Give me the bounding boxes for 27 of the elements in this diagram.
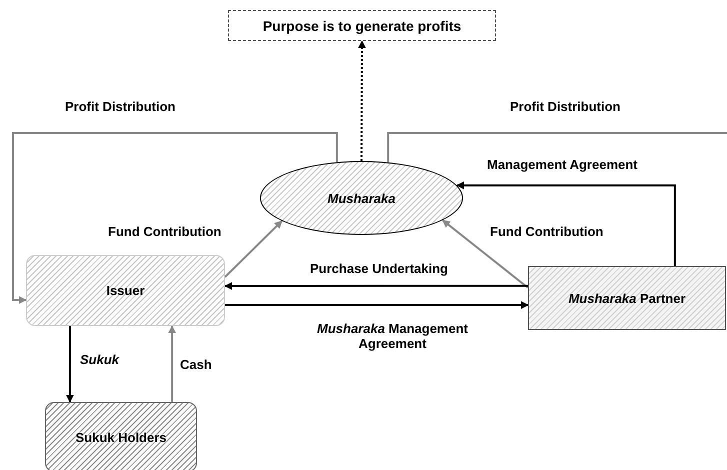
node-label: Sukuk Holders bbox=[75, 430, 167, 444]
node-label: Purpose is to generate profits bbox=[262, 18, 462, 34]
arrow bbox=[225, 301, 529, 310]
process-box bbox=[528, 266, 726, 330]
node-label: Issuer bbox=[106, 283, 145, 298]
node-label: Musharaka bbox=[328, 190, 396, 206]
edge-label: Fund Contribution bbox=[490, 224, 604, 239]
process-box bbox=[26, 255, 225, 326]
arrow bbox=[442, 219, 529, 289]
arrow bbox=[358, 40, 366, 161]
node-label: Musharaka Partner bbox=[568, 290, 686, 306]
edge-label: Profit Distribution bbox=[65, 99, 176, 114]
edge-label: Management Agreement bbox=[487, 157, 638, 172]
arrow bbox=[168, 325, 176, 402]
process-box bbox=[45, 402, 197, 470]
edge-label: Fund Contribution bbox=[108, 224, 222, 239]
arrow bbox=[224, 282, 528, 290]
arrow bbox=[224, 220, 283, 278]
connector-line bbox=[387, 132, 727, 162]
arrow bbox=[12, 132, 338, 304]
note-box bbox=[228, 10, 496, 41]
edge-label: Profit Distribution bbox=[510, 99, 620, 114]
edge-label: Cash bbox=[180, 357, 212, 372]
arrow bbox=[66, 326, 74, 403]
edge-label: Sukuk bbox=[80, 352, 120, 367]
edge-label: Purchase Undertaking bbox=[310, 261, 448, 276]
arrow bbox=[456, 181, 676, 266]
